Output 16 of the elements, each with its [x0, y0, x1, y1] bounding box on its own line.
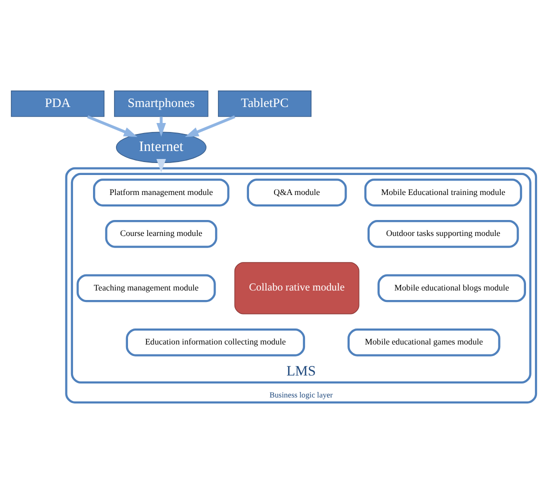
- arrow: [87, 114, 138, 136]
- node-box: TabletPC: [218, 90, 312, 116]
- node-box: Teaching management module: [76, 274, 216, 302]
- node-box: Mobile educational blogs module: [378, 274, 526, 302]
- node-box: Course learning module: [105, 220, 218, 248]
- node-box: Collabo rative module: [234, 262, 360, 314]
- node-box: Mobile educational games module: [348, 328, 500, 356]
- arrow: [156, 158, 166, 172]
- arrow: [184, 114, 236, 136]
- node-box: Platform management module: [93, 178, 230, 206]
- node-box: Q&A module: [246, 178, 347, 206]
- node-box: PDA: [10, 90, 104, 116]
- node-box: Smartphones: [114, 90, 208, 116]
- node-box: Mobile Educational training module: [364, 178, 522, 206]
- node-box: Outdoor tasks supporting module: [368, 220, 519, 248]
- node-box: Education information collecting module: [126, 328, 306, 356]
